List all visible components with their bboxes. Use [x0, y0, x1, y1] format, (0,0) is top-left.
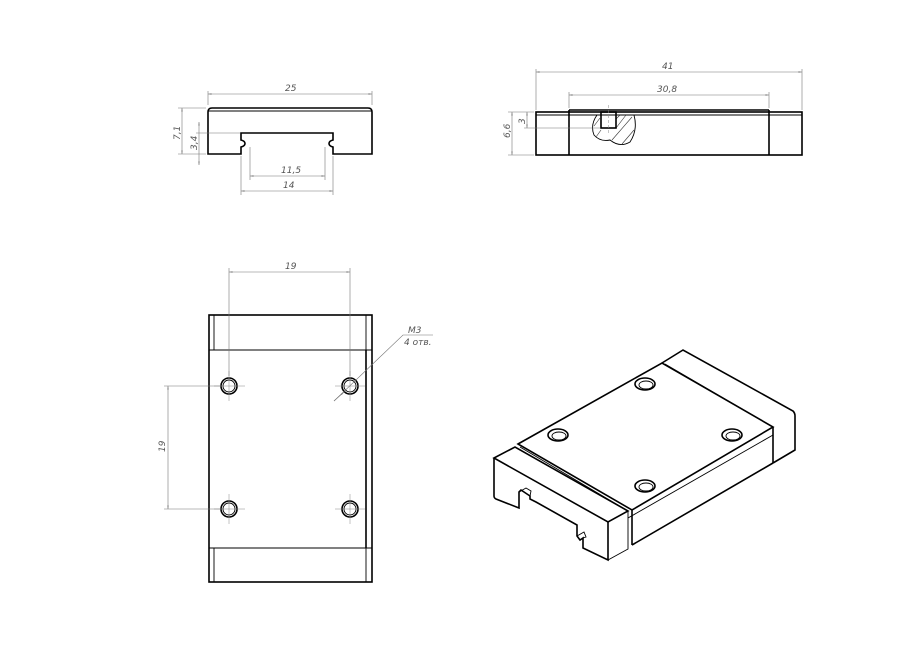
plan-outline — [208, 314, 373, 583]
side-view: 41 30,8 6,6 3 — [503, 62, 803, 156]
dim-slot-depth: 3,4 — [190, 135, 200, 150]
hole-count: 4 отв. — [404, 338, 432, 348]
mounting-holes — [220, 377, 359, 518]
isometric-view — [492, 349, 796, 562]
thread-callout: M3 — [408, 326, 422, 336]
dim-height: 7,1 — [173, 126, 183, 140]
dim-hole-spacing-x: 19 — [285, 262, 297, 272]
dim-slot-outer: 14 — [283, 181, 295, 191]
front-view: 25 7,1 3,4 11,5 14 — [173, 84, 373, 195]
iso-holes — [547, 377, 743, 493]
dim-hole-spacing-y: 19 — [158, 440, 168, 452]
dim-length: 41 — [662, 62, 673, 72]
dim-slot-inner: 11,5 — [281, 166, 301, 176]
dim-width: 25 — [285, 84, 297, 94]
side-outline — [535, 111, 803, 156]
plan-view: 19 19 M3 4 отв. — [158, 262, 433, 583]
dim-thread-depth: 3 — [518, 118, 528, 124]
front-profile — [207, 107, 373, 155]
dim-body-length: 30,8 — [657, 85, 677, 95]
dim-height: 6,6 — [503, 123, 513, 138]
